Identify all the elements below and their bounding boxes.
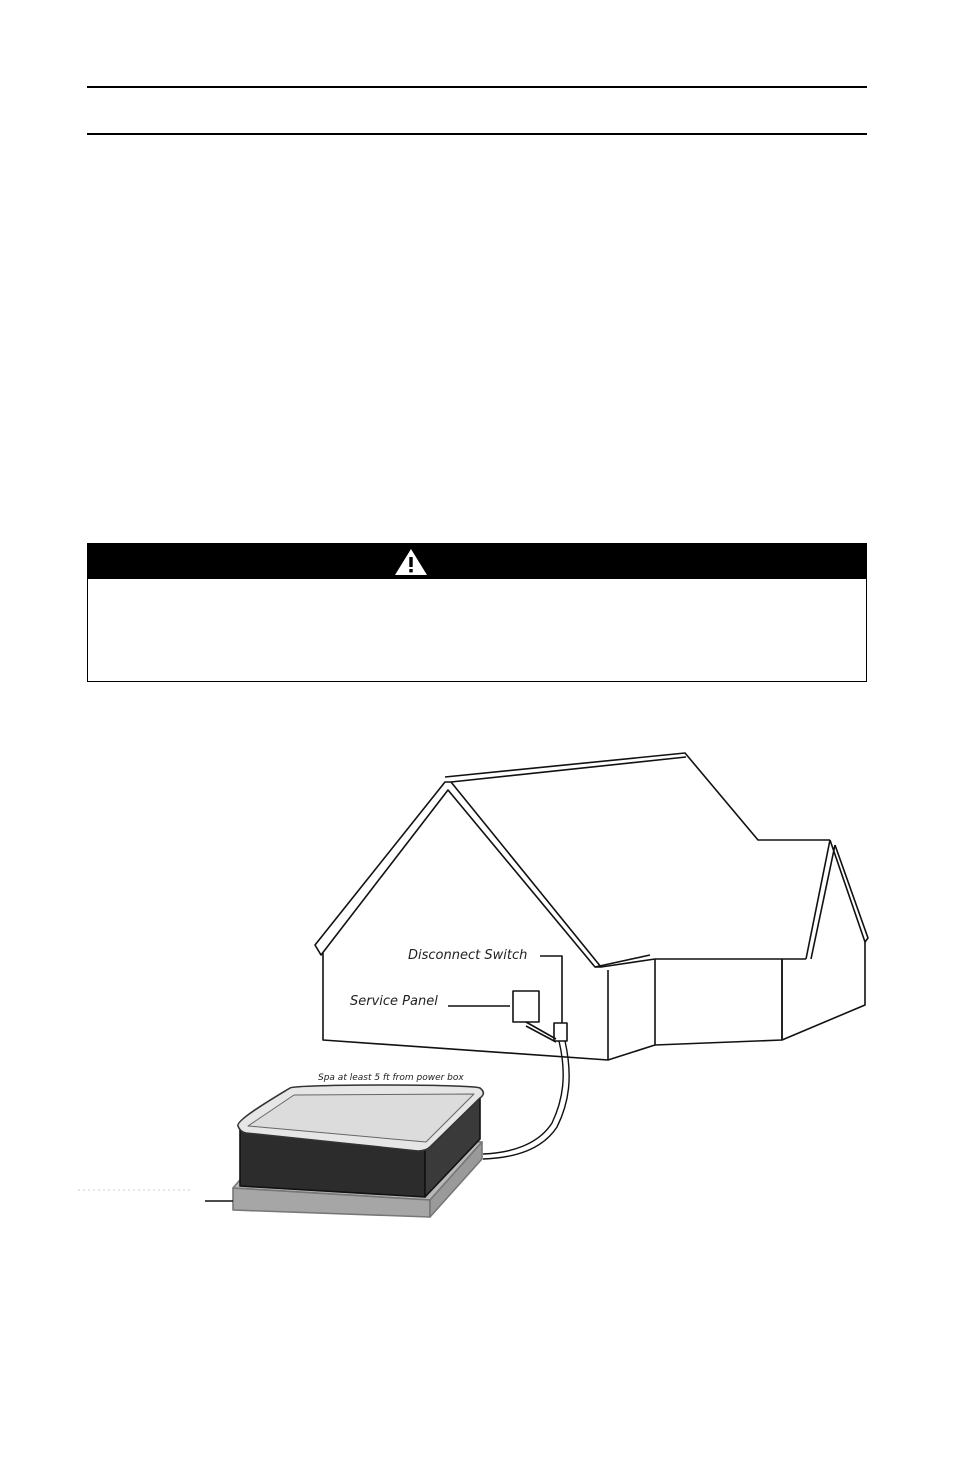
- warning-box: [87, 543, 867, 682]
- house-gable-wall: [322, 953, 609, 1061]
- header-rule-bottom: [87, 133, 867, 135]
- conduit-wire: [482, 1040, 564, 1155]
- house-wing-roof: [829, 839, 869, 943]
- warning-header-bar: [88, 544, 866, 579]
- header-rule-top: [87, 86, 867, 88]
- spa-installation-diagram: Disconnect Switch Service Panel Spa at l…: [70, 745, 880, 1235]
- house-ridge: [444, 752, 830, 841]
- spa-distance-note: Spa at least 5 ft from power box: [318, 1073, 464, 1083]
- house-gable-roof: [314, 781, 602, 968]
- disconnect-switch-box: [553, 1022, 568, 1042]
- service-panel-label: Service Panel: [350, 994, 438, 1009]
- disconnect-switch-leader: [540, 955, 563, 1023]
- warning-triangle-icon: [395, 549, 427, 575]
- house-recess-wall: [607, 959, 656, 1061]
- house-wing-wall: [654, 959, 783, 1046]
- disconnect-switch-label: Disconnect Switch: [408, 948, 527, 963]
- service-panel-box: [512, 990, 540, 1023]
